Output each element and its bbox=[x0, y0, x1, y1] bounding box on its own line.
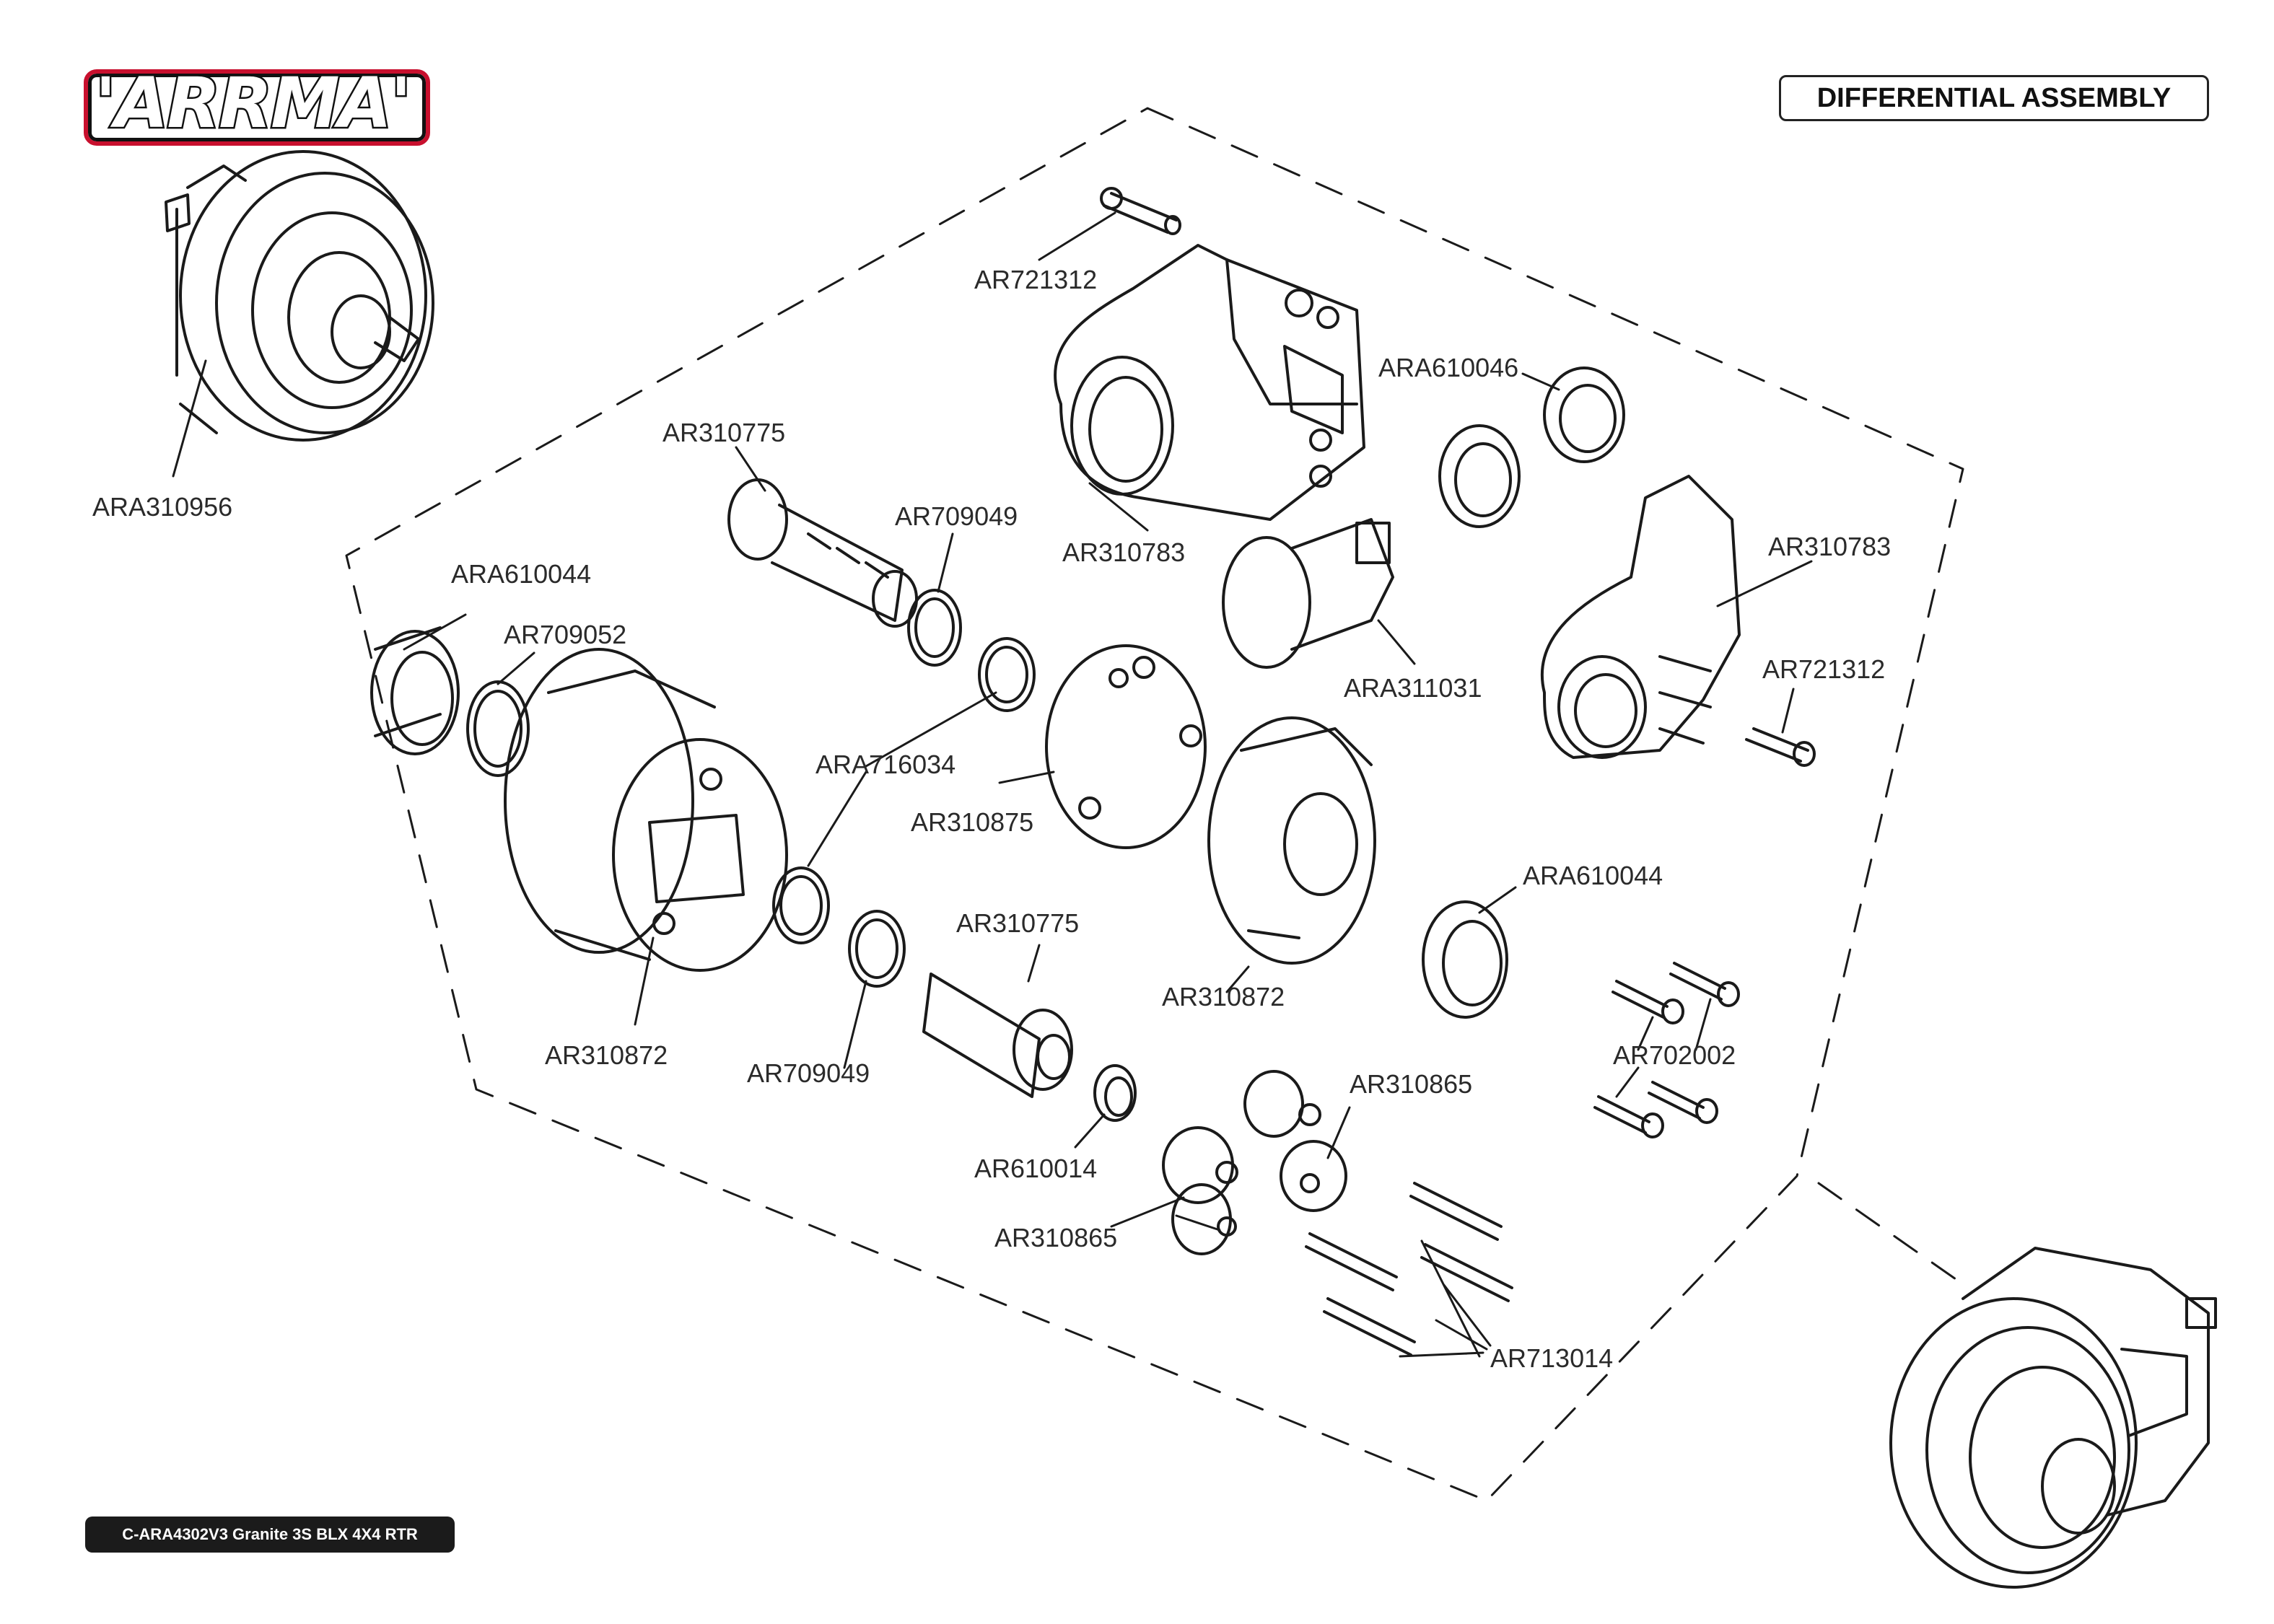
page-title: DIFFERENTIAL ASSEMBLY bbox=[1779, 75, 2209, 121]
ring-gear-case-ar310872 bbox=[504, 648, 788, 972]
pinion-gear-ar310775-upper bbox=[727, 478, 918, 628]
callout-label: AR310865 bbox=[994, 1223, 1117, 1252]
callout-label: AR310875 bbox=[911, 807, 1033, 837]
part-number-labels: AR721312 ARA310956 ARA610046 AR310775 AR… bbox=[92, 265, 1891, 1373]
callout-label: AR310783 bbox=[1062, 537, 1185, 567]
shim-ara716034-lower bbox=[772, 866, 830, 944]
pin-ar721312-right bbox=[1745, 727, 1816, 767]
assembled-differential-icon bbox=[165, 150, 434, 442]
diff-cover-ar310872 bbox=[1207, 716, 1376, 965]
callout-label: AR310865 bbox=[1350, 1069, 1472, 1099]
callout-label: AR310872 bbox=[545, 1040, 668, 1070]
bearing-ara610044-left bbox=[370, 626, 460, 755]
gasket-ar310875 bbox=[1045, 644, 1207, 849]
diff-housing-half-right bbox=[1540, 475, 1741, 759]
boundary-leader-to-assembled bbox=[1817, 1182, 1964, 1286]
assembled-housing-icon bbox=[1889, 1247, 2217, 1589]
callout-label: AR713014 bbox=[1490, 1343, 1613, 1373]
bevel-gear-ara311031 bbox=[1222, 518, 1394, 669]
bearing-ar610014 bbox=[1093, 1064, 1137, 1122]
callout-label: AR310872 bbox=[1162, 982, 1285, 1011]
cross-pins-ar713014 bbox=[1305, 1182, 1513, 1356]
arrma-logo: 'ARRMA' bbox=[79, 61, 430, 146]
callout-label: AR709049 bbox=[895, 501, 1018, 531]
pinion-gear-ar310775-lower bbox=[922, 973, 1073, 1098]
callout-label: AR721312 bbox=[1762, 654, 1885, 684]
assembly-boundary bbox=[345, 107, 1964, 1502]
callout-label: AR709049 bbox=[747, 1058, 870, 1088]
model-code-badge: C-ARA4302V3 Granite 3S BLX 4X4 RTR bbox=[85, 1517, 455, 1553]
callout-label: AR310775 bbox=[956, 908, 1079, 938]
callout-label: ARA716034 bbox=[815, 750, 955, 779]
bearing-ara610044-right bbox=[1422, 900, 1508, 1019]
bearing-ara610046 bbox=[1438, 367, 1625, 528]
callout-label: AR721312 bbox=[974, 265, 1097, 294]
shim-ar709052 bbox=[466, 680, 530, 777]
leader-lines bbox=[172, 211, 1813, 1358]
logo-wordmark: 'ARRMA' bbox=[93, 61, 414, 146]
shim-ar709049-upper bbox=[907, 589, 962, 667]
callout-label: ARA610046 bbox=[1378, 353, 1518, 382]
callout-label: AR310775 bbox=[662, 418, 785, 447]
callout-label: ARA311031 bbox=[1344, 673, 1482, 703]
callout-label: ARA610044 bbox=[1523, 861, 1663, 890]
callout-label: AR702002 bbox=[1613, 1040, 1736, 1070]
callout-label: AR610014 bbox=[974, 1154, 1097, 1183]
callout-label: ARA610044 bbox=[451, 559, 591, 589]
spider-gears-ar310865 bbox=[1162, 1070, 1347, 1255]
callout-label: AR709052 bbox=[504, 620, 626, 649]
callout-label: ARA310956 bbox=[92, 492, 232, 522]
callout-label: AR310783 bbox=[1768, 532, 1891, 561]
logo-frame bbox=[84, 69, 430, 146]
screws-ar702002 bbox=[1593, 962, 1740, 1138]
pin-ar721312-top bbox=[1100, 187, 1181, 235]
shim-ara716034-upper bbox=[978, 637, 1036, 712]
diff-housing-half-upper bbox=[1054, 244, 1365, 521]
shim-ar709049-lower bbox=[848, 910, 906, 988]
